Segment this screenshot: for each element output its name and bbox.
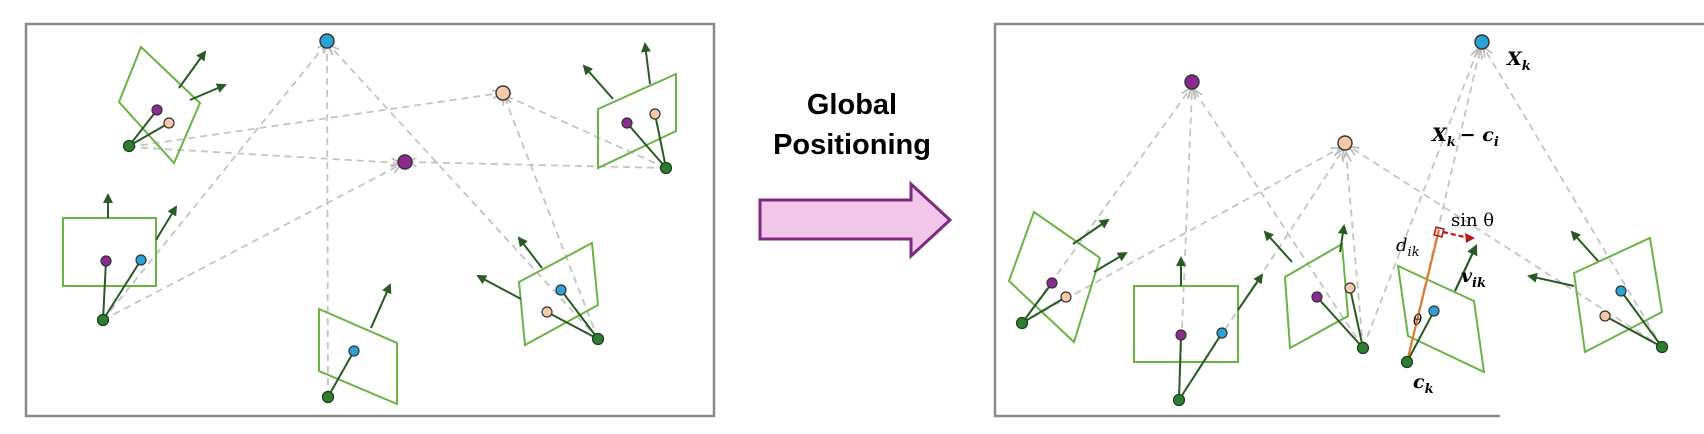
distance-line	[1405, 229, 1441, 363]
label-d-ik: dik	[1396, 235, 1420, 260]
camera-center	[1356, 341, 1370, 355]
image-plane	[62, 217, 157, 287]
point-blue	[1216, 327, 1228, 339]
label-v-ik: vik	[1461, 265, 1486, 291]
point-peach	[163, 117, 175, 129]
image-plane	[318, 307, 398, 406]
transition-label-line2: Positioning	[773, 129, 931, 161]
label-X-k: Xk	[1506, 48, 1531, 74]
left-camera-2	[62, 193, 178, 327]
point-peach	[649, 108, 661, 120]
world-point-peach	[1337, 135, 1353, 151]
left-camera-5	[476, 236, 605, 347]
image-plane	[1396, 264, 1486, 374]
point-peach	[541, 306, 553, 318]
point-purple	[100, 255, 112, 267]
right-camera-3	[1263, 224, 1370, 355]
point-purple	[1175, 329, 1187, 341]
right-camera-5	[1527, 230, 1669, 354]
right-camera-2	[1133, 256, 1264, 407]
camera-center	[1400, 355, 1414, 369]
image-plane	[1572, 236, 1664, 354]
point-blue	[1428, 305, 1440, 317]
camera-center	[1015, 316, 1029, 330]
world-point-purple	[397, 154, 413, 170]
image-plane	[1007, 210, 1102, 344]
camera-center	[1172, 393, 1186, 407]
point-peach	[1599, 310, 1611, 322]
image-plane	[517, 241, 600, 347]
camera-center	[122, 139, 136, 153]
camera-center	[659, 161, 673, 175]
left-dashed-lines	[102, 44, 667, 398]
image-plane	[117, 45, 202, 165]
label-theta: θ	[1413, 311, 1422, 329]
point-peach	[1344, 282, 1356, 294]
camera-center	[96, 313, 110, 327]
image-plane	[597, 72, 677, 170]
world-point-peach	[495, 85, 511, 101]
left-camera-1	[117, 45, 227, 165]
label-sin-theta: sin θ	[1451, 210, 1494, 231]
world-point-blue	[1474, 34, 1490, 50]
point-blue	[555, 284, 567, 296]
label-c-k: ck	[1413, 371, 1434, 397]
right-panel: Xk Xk− ci sin θ dik vik θ ck	[993, 22, 1704, 418]
point-purple	[1311, 291, 1323, 303]
world-point-blue	[319, 33, 335, 49]
point-purple	[151, 104, 163, 116]
left-panel	[24, 22, 716, 418]
image-plane	[1283, 242, 1350, 350]
point-purple	[1046, 277, 1058, 289]
left-camera-4	[582, 42, 677, 175]
direction-vector	[1454, 244, 1478, 292]
right-panel-frame	[993, 22, 1704, 418]
label-X-minus-c: Xk− ci	[1431, 124, 1499, 150]
right-camera-1	[1007, 210, 1128, 344]
point-blue	[135, 254, 147, 266]
transition: Global Positioning	[758, 89, 953, 260]
point-blue	[1615, 285, 1627, 297]
sin-theta-arrowhead	[1465, 233, 1475, 243]
world-point-purple	[1184, 74, 1200, 90]
transition-label-line1: Global	[807, 89, 897, 121]
right-dashed-lines	[1021, 48, 1663, 401]
left-camera-3	[318, 283, 398, 406]
right-camera-4-annotated	[1396, 226, 1486, 374]
image-plane	[1133, 285, 1239, 363]
transition-arrow-icon	[758, 180, 953, 260]
camera-center	[1655, 340, 1669, 354]
camera-center	[591, 332, 605, 346]
point-blue	[348, 345, 360, 357]
point-purple	[621, 117, 633, 129]
left-panel-frame	[24, 22, 716, 418]
sin-theta-segment	[1442, 230, 1470, 240]
point-peach	[1060, 291, 1072, 303]
camera-center	[321, 390, 335, 404]
